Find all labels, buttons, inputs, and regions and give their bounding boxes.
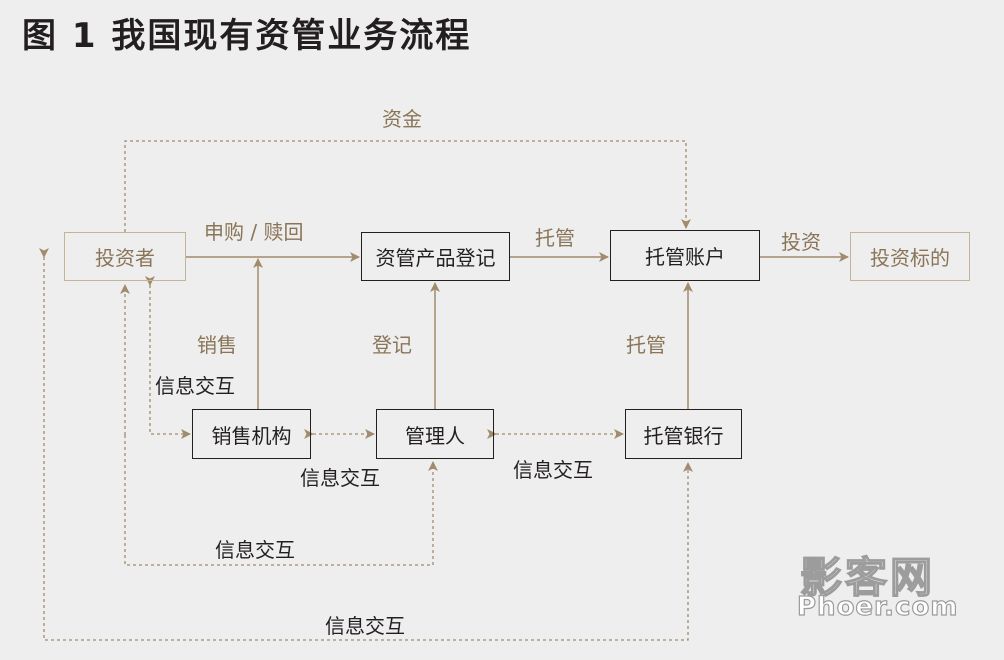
label-custody-top: 托管 [535,226,575,250]
node-manager: 管理人 [376,409,494,459]
dashed-investor-bank [39,248,693,641]
label-subscribe-redeem: 申购 / 赎回 [204,220,304,244]
label-sales: 销售 [197,333,237,357]
label-info-exchange-investor-manager: 信息交互 [215,538,295,562]
label-custody-vertical: 托管 [626,333,666,357]
node-investor: 投资者 [64,232,186,281]
label-register: 登记 [372,333,412,357]
node-custodian-bank: 托管银行 [625,409,742,459]
node-investment-target: 投资标的 [850,232,970,281]
watermark-logo-english: Phoer.com [796,591,959,622]
figure-title: 图 1 我国现有资管业务流程 [22,16,472,56]
dashed-investor-sales-b [145,276,191,439]
node-sales-agency: 销售机构 [192,409,311,459]
label-info-exchange-investor-bank: 信息交互 [325,614,405,638]
dashed-investor-manager [124,435,438,566]
label-funds: 资金 [382,107,422,131]
node-product-registration: 资管产品登记 [361,232,510,281]
label-info-exchange-sales-manager: 信息交互 [300,466,380,490]
label-info-exchange-left: 信息交互 [155,374,235,398]
label-invest: 投资 [781,230,821,254]
node-custody-account: 托管账户 [610,230,760,281]
label-info-exchange-manager-bank: 信息交互 [513,458,593,482]
watermark-logo-chinese: 影客网 [799,552,936,603]
